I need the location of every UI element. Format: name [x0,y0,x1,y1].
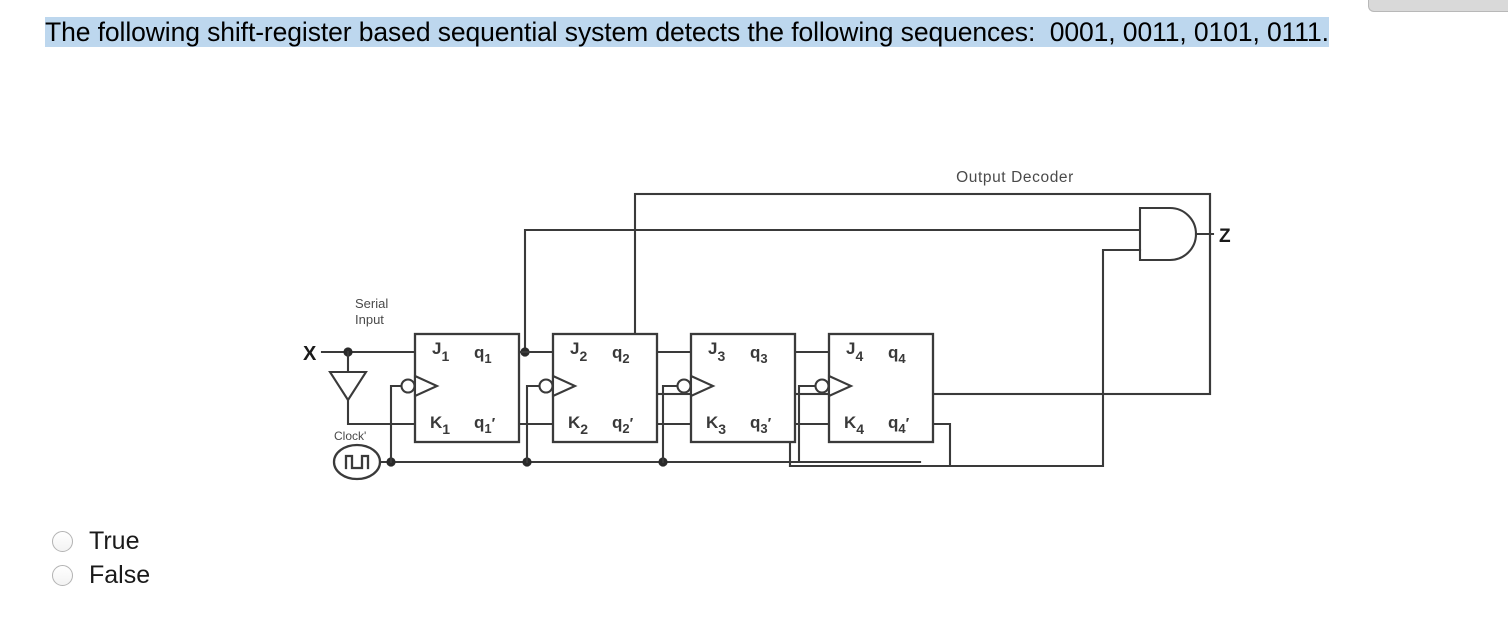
flipflop-4-labels: J4 q4 K4 q4′ [844,339,910,437]
ff4-qn-label: q4′ [888,413,910,436]
ff2-q-label: q2 [612,343,630,366]
ff1-clock-bubble [400,378,416,394]
flipflop-3-labels: J3 q3 K3 q3′ [706,339,772,437]
option-row-true[interactable]: True [52,524,150,558]
ff2-j-label: J2 [570,339,587,364]
option-row-false[interactable]: False [52,558,150,592]
serial-input-label-line2: Input [355,312,384,327]
clock-symbol-outline [332,443,382,481]
q4n-output-wire [788,422,952,468]
option-label-true: True [89,526,140,555]
clock-waveform-glyph [344,454,370,470]
flipflop-2-labels: J2 q2 K2 q2′ [568,339,634,437]
ff3-clock-bubble [676,378,692,394]
x-input-label: X [303,343,317,365]
partial-tab-strip [1368,0,1508,12]
output-decoder-label: Output Decoder [956,169,1074,186]
ff1-qn-label: q1′ [474,413,496,436]
serial-input-label-line1: Serial [355,296,388,311]
option-label-false: False [89,560,151,589]
clock-label: Clock' [334,429,366,443]
ff1-k-label: K1 [430,413,450,437]
ff3-qn-label: q3′ [750,413,772,436]
flipflop-1-labels: J1 q1 K1 q1′ [430,339,496,437]
ff4-k-label: K4 [844,413,864,437]
question-block: The following shift-register based seque… [45,14,1508,50]
ff2-qn-label: q2′ [612,413,634,436]
ff2-k-label: K2 [568,413,588,437]
inverter-output-to-k1 [346,398,417,426]
ff4-q-label: q4 [888,343,906,366]
ff4-clock-bubble [814,378,830,394]
ff2-clock-bubble [538,378,554,394]
ff3-q-label: q3 [750,343,768,366]
ff3-j-label: J3 [708,339,725,364]
circuit-diagram: Output Decoder Serial Input X Clock' Z J… [0,150,1290,500]
inverter-triangle [328,370,368,402]
radio-true[interactable] [52,530,73,552]
ff1-j-label: J1 [432,339,449,364]
ff1-q-label: q1 [474,343,492,366]
ff4-j-label: J4 [846,339,863,364]
z-output-label: Z [1219,226,1231,247]
and-gate-lower-input-wire [788,248,1142,468]
ff3-k-label: K3 [706,413,726,437]
q1-feedback-wire [523,228,1142,354]
radio-false[interactable] [52,564,73,586]
question-text: The following shift-register based seque… [45,17,1329,47]
and-gate-body [1138,206,1198,262]
answer-options: True False [52,524,150,592]
